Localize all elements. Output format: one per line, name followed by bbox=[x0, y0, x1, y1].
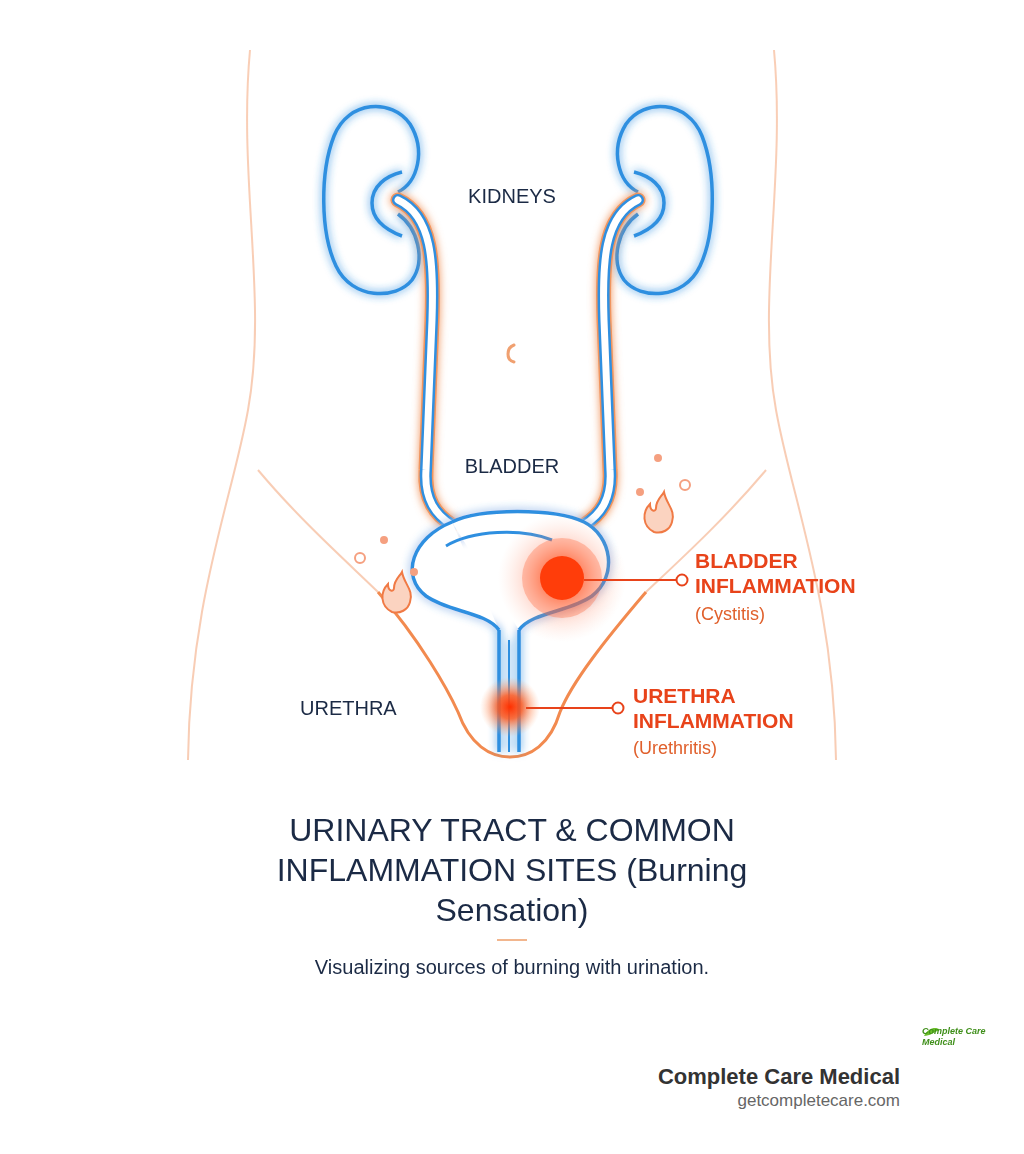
logo-text: Complete Care Medical bbox=[922, 1026, 1017, 1048]
navel bbox=[508, 345, 514, 362]
callout-subtext: (Cystitis) bbox=[695, 604, 895, 626]
callout-subtext: (Urethritis) bbox=[633, 738, 833, 760]
body-right bbox=[769, 50, 836, 760]
flame-icons bbox=[382, 492, 673, 613]
inflammation-glow bbox=[498, 514, 626, 642]
title-underline bbox=[497, 939, 527, 941]
body-left bbox=[188, 50, 255, 760]
organ-label: URETHRA bbox=[300, 696, 430, 720]
organ-label: KIDNEYS bbox=[412, 184, 612, 208]
brand-url: getcompletecare.com bbox=[540, 1091, 900, 1111]
kidney-symbol bbox=[324, 106, 713, 293]
spark-dots bbox=[355, 455, 690, 575]
callout-heading: BLADDER INFLAMMATION bbox=[695, 548, 905, 598]
callout-heading: URETHRA INFLAMMATION bbox=[633, 683, 843, 733]
organ-label: BLADDER bbox=[412, 454, 612, 478]
brand-name: Complete Care Medical bbox=[540, 1064, 900, 1090]
ureter-tubes bbox=[398, 200, 638, 525]
diagram-caption: Visualizing sources of burning with urin… bbox=[162, 955, 862, 979]
diagram-title: URINARY TRACT & COMMON INFLAMMATION SITE… bbox=[222, 810, 802, 930]
inflammation-core bbox=[540, 556, 584, 600]
pelvis-left bbox=[258, 470, 378, 592]
inflammation-ring bbox=[522, 538, 602, 618]
body-outline bbox=[188, 50, 836, 760]
